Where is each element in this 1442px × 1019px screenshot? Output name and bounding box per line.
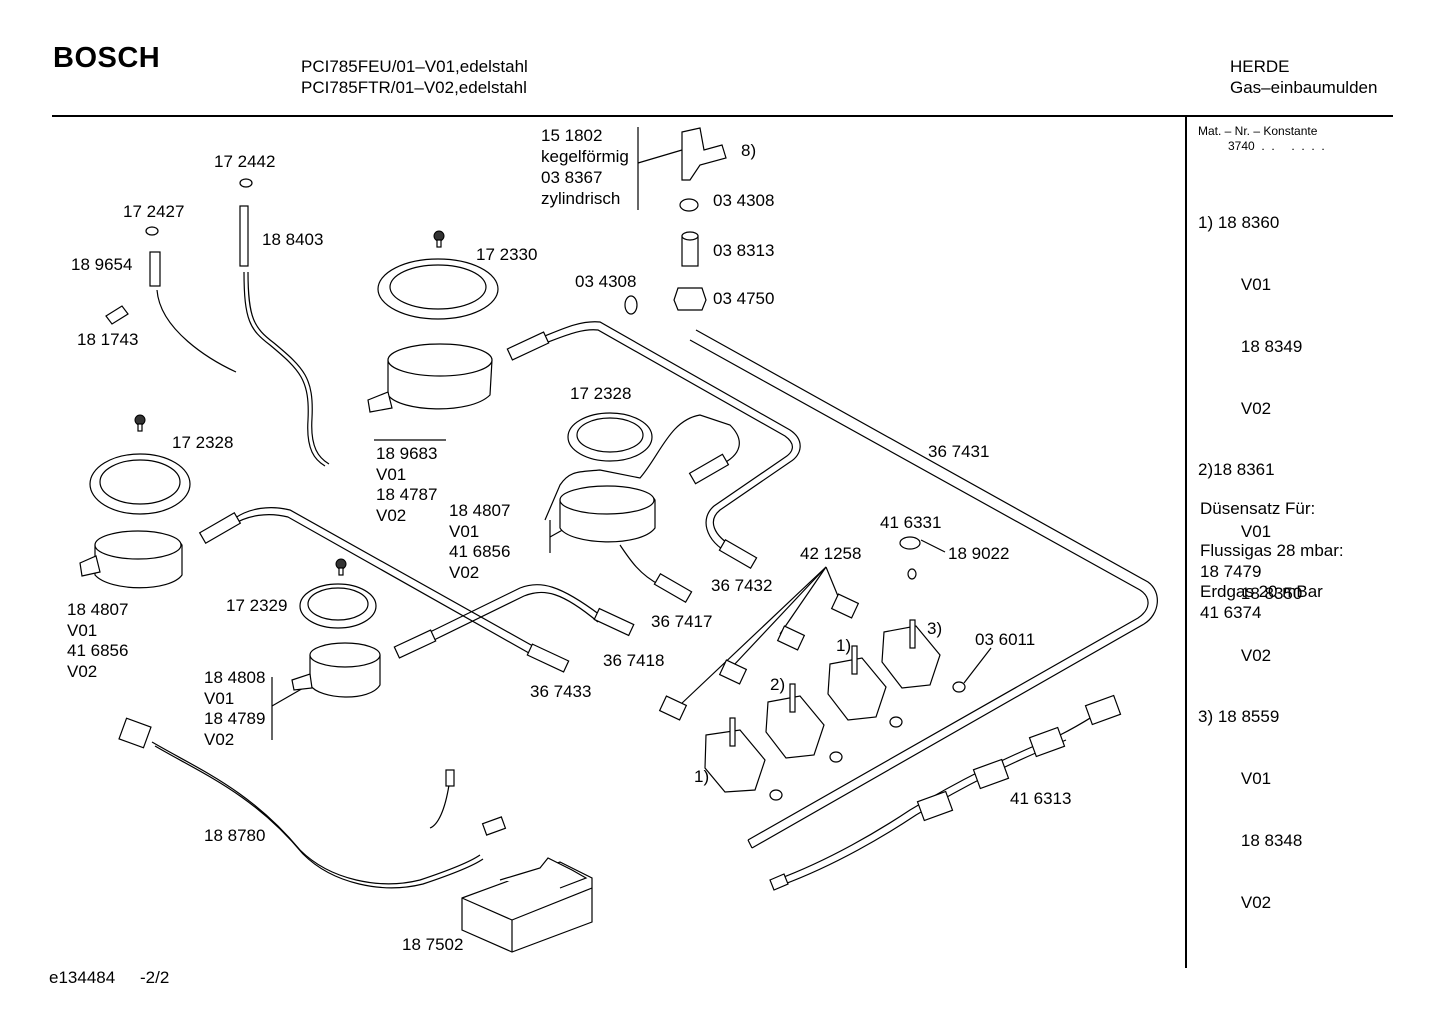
supply-pipes [231,321,801,658]
burner-large-line: V02 [376,505,407,525]
part-group-burner-small: 18 4808 V01 18 4789 V02 [204,668,265,750]
model-line-1: PCI785FEU/01–V01,edelstahl [301,57,528,76]
note-line: V02 [1222,398,1272,418]
part-label-421258: 42 1258 [800,544,862,563]
part-label-172427: 17 2427 [123,202,185,221]
part-label-188780: 18 8780 [204,826,266,845]
nozzle-line: Erdgas 20 mBar [1200,582,1323,602]
note-2: 2) [770,675,786,694]
nozzle-line: 41 6374 [1200,602,1262,622]
wiring [151,271,1101,889]
category-title: HERDE [1230,57,1290,76]
burner-gaskets [89,258,653,629]
part-label-189654: 18 9654 [71,255,133,274]
burner-small-line: V01 [204,688,235,708]
fittings [624,127,727,315]
burner-mid-line: V02 [449,562,480,582]
note-line: V02 [1222,645,1272,665]
part-label-kegelformig: kegelförmig [541,147,629,166]
note-8: 8) [741,141,757,160]
sidebar-notes: 1) 18 8360 V01 18 8349 V02 2)18 8361 V01… [1198,172,1302,934]
note-line: 18 8350 [1222,583,1303,603]
ignition-module [118,717,789,953]
burner-left-line: V01 [67,620,98,640]
mat-nr-value: 3740 . . . . . . [1228,139,1325,153]
mat-nr-label: Mat. – Nr. – Konstante [1198,124,1318,138]
part-label-172329: 17 2329 [226,596,288,615]
note-line: 3) 18 8559 [1198,707,1280,727]
brand-logo: BOSCH [53,42,161,74]
note-line: V01 [1222,274,1272,294]
burner-housings [79,343,656,698]
gas-valves [704,619,966,801]
nozzle-line: Flussigas 28 mbar: [1200,541,1344,560]
part-label-034308-b: 03 4308 [575,272,637,291]
page-number: -2/2 [140,968,170,987]
part-label-181743: 18 1743 [77,330,139,349]
part-label-172328-left: 17 2328 [172,433,234,452]
burner-large-line: 18 9683 [376,444,438,463]
part-group-burner-large: 18 9683 V01 18 4787 V02 [376,444,437,526]
nozzle-line: 18 7479 [1200,561,1262,581]
screws [134,178,445,576]
nozzle-set-title: Düsensatz Für: [1200,499,1316,518]
burner-mid-line: V01 [449,521,480,541]
probes [105,205,249,325]
part-label-367431: 36 7431 [928,442,990,461]
burner-small-line: V02 [204,729,235,749]
part-label-034308: 03 4308 [713,191,775,210]
part-label-zylindrisch: zylindrisch [541,189,621,208]
burner-mid-line: 41 6856 [449,542,511,561]
part-label-036011: 03 6011 [975,630,1036,649]
note-3: 3) [927,619,943,638]
burner-left-line: 18 4807 [67,600,129,619]
note-line: V01 [1222,769,1272,789]
burner-mid-line: 18 4807 [449,501,511,520]
part-label-189022: 18 9022 [948,544,1010,563]
part-label-038367: 03 8367 [541,168,603,187]
burner-left-line: 41 6856 [67,641,129,660]
note-line: V02 [1222,892,1272,912]
burner-left-line: V02 [67,661,98,681]
part-label-172328-mid: 17 2328 [570,384,632,403]
note-line: 18 8349 [1222,336,1303,356]
model-line-2: PCI785FTR/01–V02,edelstahl [301,78,527,97]
part-label-416313: 41 6313 [1010,789,1072,808]
document-id: e134484 [49,968,116,987]
burner-large-line: V01 [376,464,407,484]
part-label-038313: 03 8313 [713,241,775,260]
note-line: V01 [1222,522,1272,542]
part-label-367418: 36 7418 [603,651,665,670]
note-1-upper: 1) [836,636,852,655]
note-1-lower: 1) [694,767,710,786]
subcategory-title: Gas–einbaumulden [1230,78,1378,97]
burner-small-line: 18 4808 [204,668,266,687]
part-label-367433: 36 7433 [530,682,592,701]
part-group-burner-left: 18 4807 V01 41 6856 V02 [67,600,128,682]
part-label-367417: 36 7417 [651,612,713,631]
part-label-416331: 41 6331 [880,513,942,532]
part-label-151802: 15 1802 [541,126,603,145]
nozzle-set-list: Flussigas 28 mbar: 18 7479 Erdgas 20 mBa… [1200,541,1344,623]
part-label-367432: 36 7432 [711,576,773,595]
part-group-burner-mid: 18 4807 V01 41 6856 V02 [449,501,510,583]
burner-large-line: 18 4787 [376,485,438,504]
part-label-034750: 03 4750 [713,289,775,308]
note-line: 2)18 8361 [1198,460,1275,480]
main-gas-pipe [689,329,1158,849]
part-label-187502: 18 7502 [402,935,464,954]
spark-switches [899,536,1122,822]
note-line: 18 8348 [1222,831,1303,850]
nozzles [198,331,860,721]
part-label-172330: 17 2330 [476,245,538,264]
note-line: 1) 18 8360 [1198,213,1280,233]
part-label-172442: 17 2442 [214,152,276,171]
part-label-188403: 18 8403 [262,230,324,249]
burner-small-line: 18 4789 [204,709,266,728]
